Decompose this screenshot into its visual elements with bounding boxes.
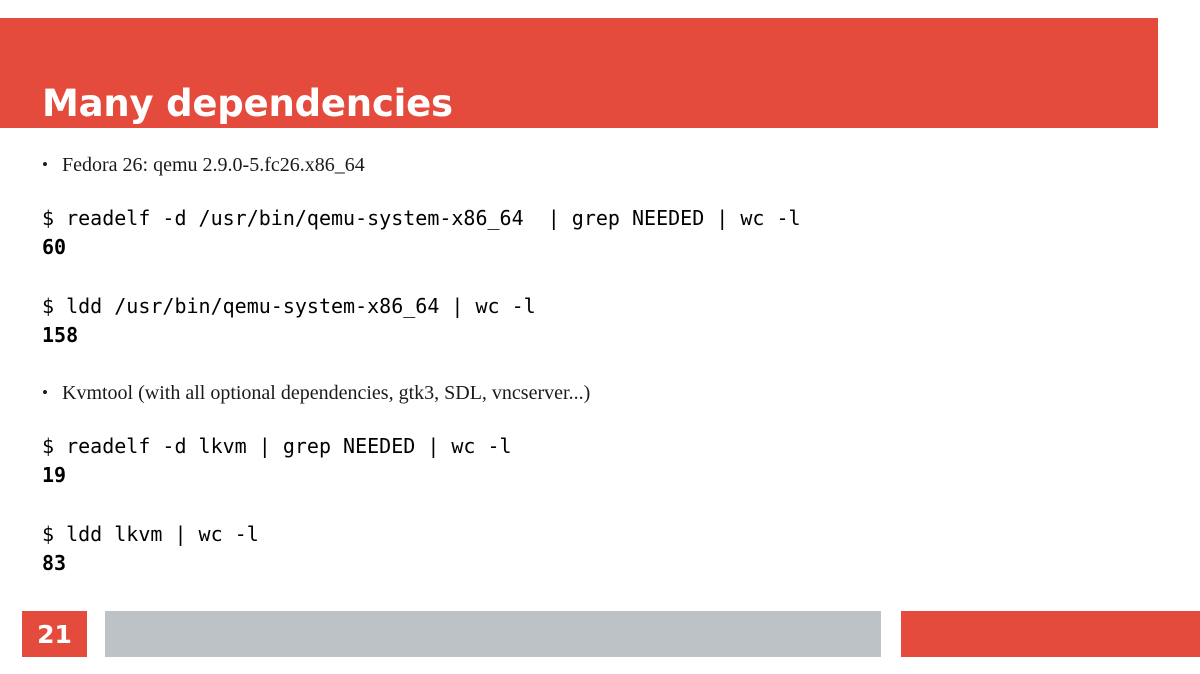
- command-block: $ readelf -d /usr/bin/qemu-system-x86_64…: [42, 204, 1152, 262]
- bullet-icon: •: [42, 155, 48, 174]
- page-number: 21: [37, 619, 72, 649]
- command-output: 60: [42, 235, 67, 259]
- command-block: $ readelf -d lkvm | grep NEEDED | wc -l …: [42, 432, 1152, 490]
- spacer: [42, 178, 1152, 204]
- slide-content: • Fedora 26: qemu 2.9.0-5.fc26.x86_64 $ …: [42, 152, 1152, 578]
- command-block: $ ldd lkvm | wc -l 83: [42, 520, 1152, 578]
- command-line: $ ldd /usr/bin/qemu-system-x86_64 | wc -…: [42, 294, 536, 318]
- page-title: Many dependencies: [42, 82, 453, 125]
- spacer: [42, 350, 1152, 380]
- command-line: $ readelf -d lkvm | grep NEEDED | wc -l: [42, 434, 512, 458]
- footer-bar-red: [901, 611, 1200, 657]
- list-item-label: Fedora 26: qemu 2.9.0-5.fc26.x86_64: [62, 154, 365, 176]
- spacer: [42, 490, 1152, 520]
- slide-footer: 21: [0, 611, 1200, 657]
- list-item-label: Kvmtool (with all optional dependencies,…: [62, 382, 591, 404]
- command-output: 83: [42, 551, 67, 575]
- footer-bar-gray: [105, 611, 881, 657]
- spacer: [42, 262, 1152, 292]
- list-item: • Kvmtool (with all optional dependencie…: [42, 380, 1152, 406]
- bullet-icon: •: [42, 383, 48, 402]
- command-output: 19: [42, 463, 67, 487]
- list-item: • Fedora 26: qemu 2.9.0-5.fc26.x86_64: [42, 152, 1152, 178]
- command-block: $ ldd /usr/bin/qemu-system-x86_64 | wc -…: [42, 292, 1152, 350]
- command-line: $ readelf -d /usr/bin/qemu-system-x86_64…: [42, 206, 801, 230]
- page-number-badge: 21: [22, 611, 87, 657]
- command-line: $ ldd lkvm | wc -l: [42, 522, 259, 546]
- spacer: [42, 406, 1152, 432]
- title-banner: Many dependencies: [0, 18, 1158, 128]
- command-output: 158: [42, 323, 79, 347]
